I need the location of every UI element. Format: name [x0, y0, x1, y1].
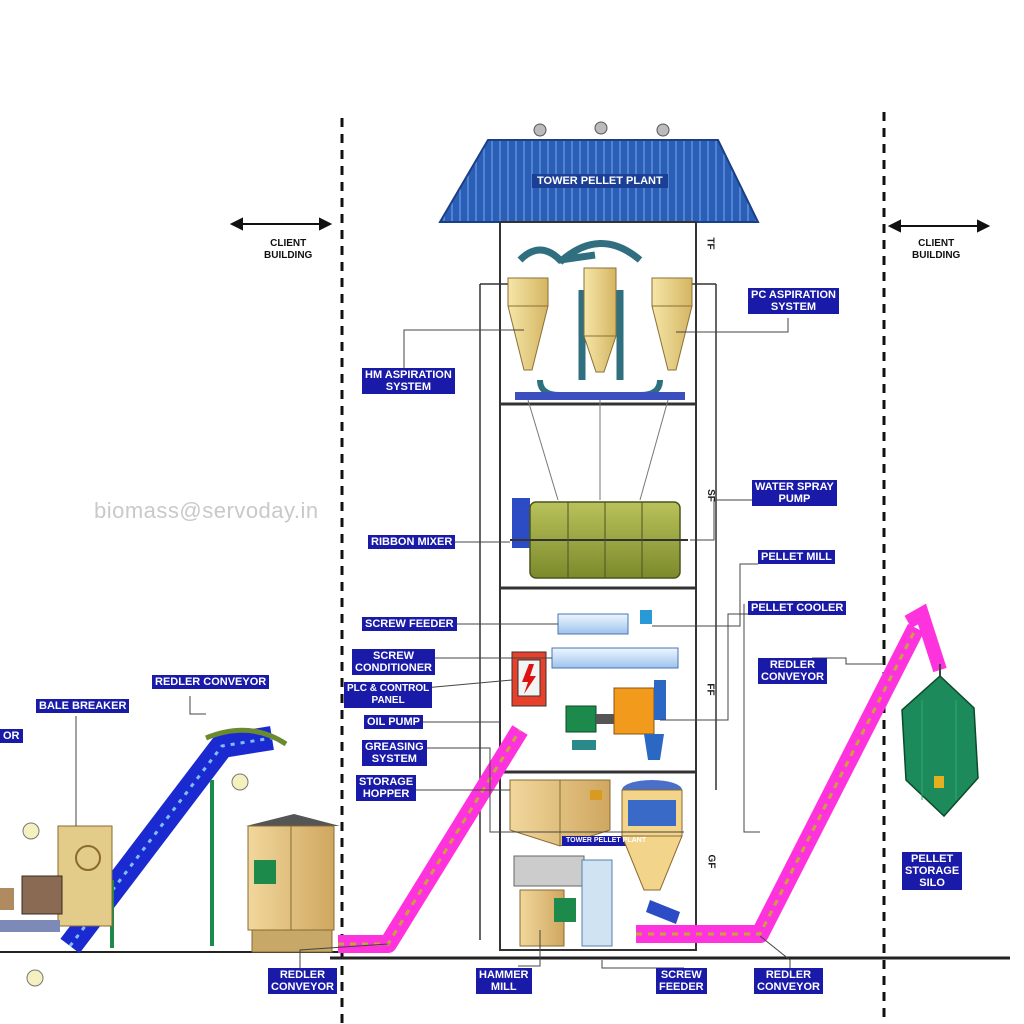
pellet-storage-silo	[901, 664, 979, 818]
label-pellet-mill: PELLET MILL	[758, 550, 835, 564]
label-redler-left-upper: REDLER CONVEYOR	[152, 675, 270, 689]
aspiration-cyclones	[507, 240, 693, 400]
pellet-mill	[565, 680, 666, 760]
pellet-cooler	[621, 780, 683, 924]
client-storage-building	[246, 814, 340, 953]
floor-ff: FF	[704, 683, 716, 696]
client-building-right-label: CLIENT BUILDING	[912, 238, 961, 261]
inner-plate-label: TOWER PELLET PLANT	[566, 837, 646, 844]
client-building-left-label: CLIENT BUILDING	[264, 238, 313, 261]
plc-panel	[511, 651, 547, 707]
floor-sf: SF	[704, 489, 716, 502]
bale-breaker	[0, 825, 113, 932]
arrow-right	[887, 219, 991, 233]
label-oil-pump: OIL PUMP	[364, 715, 423, 729]
screw-conditioner	[551, 647, 679, 669]
tower-roof	[438, 121, 760, 223]
label-left-edge-partial: OR	[0, 729, 23, 743]
floor-tf: TF	[704, 237, 716, 250]
label-bale-breaker: BALE BREAKER	[36, 699, 130, 713]
floor-gf: GF	[705, 854, 717, 869]
watermark: biomass@servoday.in	[94, 498, 319, 523]
label-screw-feeder-top: SCREW FEEDER	[362, 617, 457, 631]
arrow-left	[229, 217, 333, 231]
screw-feeder-top	[557, 610, 652, 635]
hammer-mill	[513, 855, 613, 947]
ribbon-mixer	[510, 498, 688, 579]
label-pellet-cooler: PELLET COOLER	[748, 601, 847, 615]
tower-title: TOWER PELLET PLANT	[532, 174, 668, 188]
label-ribbon-mixer: RIBBON MIXER	[368, 535, 456, 549]
callout-lines	[75, 318, 882, 969]
tower-frame	[479, 221, 717, 951]
redler-conveyor-right	[636, 603, 947, 943]
